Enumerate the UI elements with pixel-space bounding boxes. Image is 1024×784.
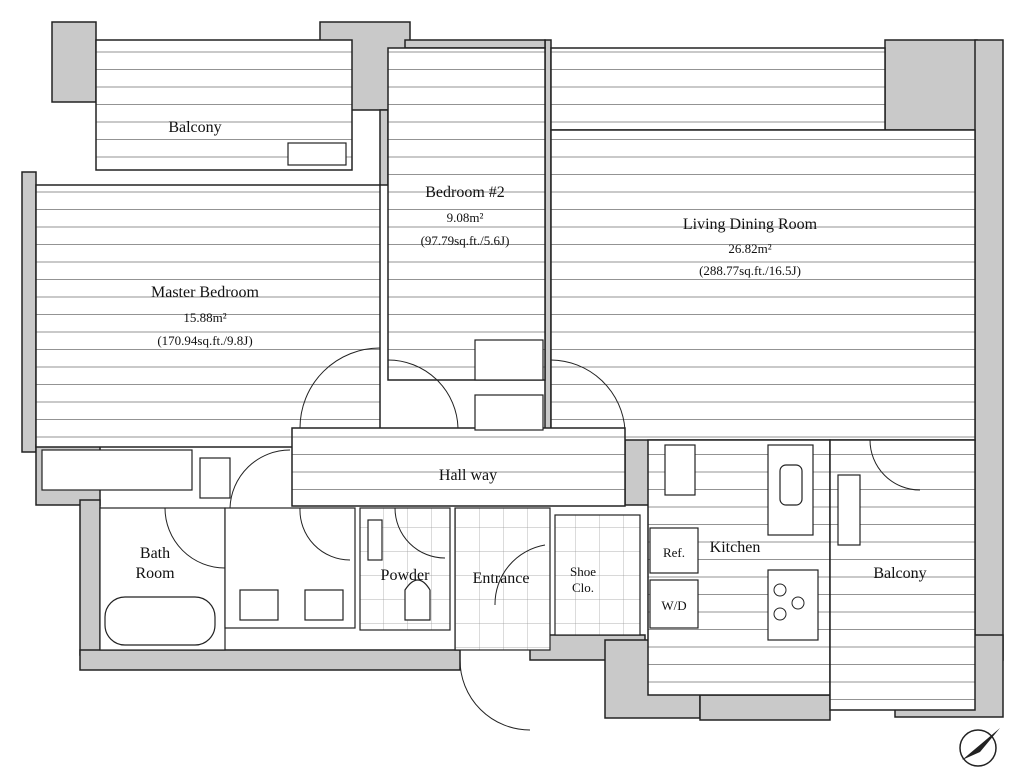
- living-dining-room-top: [550, 47, 886, 131]
- ref-label: Ref.: [663, 545, 685, 560]
- bedroom-2-area: 9.08m²: [447, 210, 484, 225]
- powder-sink: [367, 519, 383, 561]
- master-bedroom-area-detail: (170.94sq.ft./9.8J): [157, 333, 252, 348]
- bedroom-2-label: Bedroom #2: [425, 184, 505, 201]
- sink-2: [304, 589, 344, 621]
- shoe-label-1: Shoe: [570, 564, 596, 579]
- living-area: 26.82m²: [728, 241, 771, 256]
- balcony-storage: [287, 142, 347, 166]
- bedroom-2: [387, 47, 546, 381]
- balcony-top-label: Balcony: [168, 119, 221, 136]
- wd-label: W/D: [661, 598, 686, 613]
- shoe-closet: [554, 514, 641, 636]
- refrigerator: [649, 527, 699, 574]
- entrance-label: Entrance: [473, 570, 530, 587]
- entrance: [454, 507, 551, 651]
- hallway: [291, 427, 626, 507]
- washer-dryer: [649, 579, 699, 629]
- powder-label: Powder: [381, 567, 431, 584]
- kitchen-label: Kitchen: [710, 539, 761, 556]
- bedroom-2-area-detail: (97.79sq.ft./5.6J): [421, 233, 510, 248]
- stove: [767, 569, 819, 641]
- balcony-right-label: Balcony: [873, 565, 926, 582]
- burner-icon: [773, 583, 805, 621]
- door-swings: [164, 347, 921, 731]
- master-bedroom: [35, 184, 381, 448]
- living-area-detail: (288.77sq.ft./16.5J): [699, 263, 801, 278]
- toilet: [404, 579, 431, 621]
- bathtub: [104, 596, 216, 646]
- living-dining-room: [550, 129, 976, 441]
- bath-label-1: Bath: [140, 545, 170, 562]
- closets: [41, 339, 861, 546]
- master-bedroom-area: 15.88m²: [183, 310, 226, 325]
- master-bedroom-label: Master Bedroom: [151, 284, 260, 301]
- sink-1: [239, 589, 279, 621]
- shoe-label-2: Clo.: [572, 580, 594, 595]
- living-label: Living Dining Room: [683, 216, 818, 233]
- bath-label-2: Room: [135, 565, 175, 582]
- north-arrow-icon: [959, 728, 1000, 767]
- hallway-label: Hall way: [439, 467, 497, 484]
